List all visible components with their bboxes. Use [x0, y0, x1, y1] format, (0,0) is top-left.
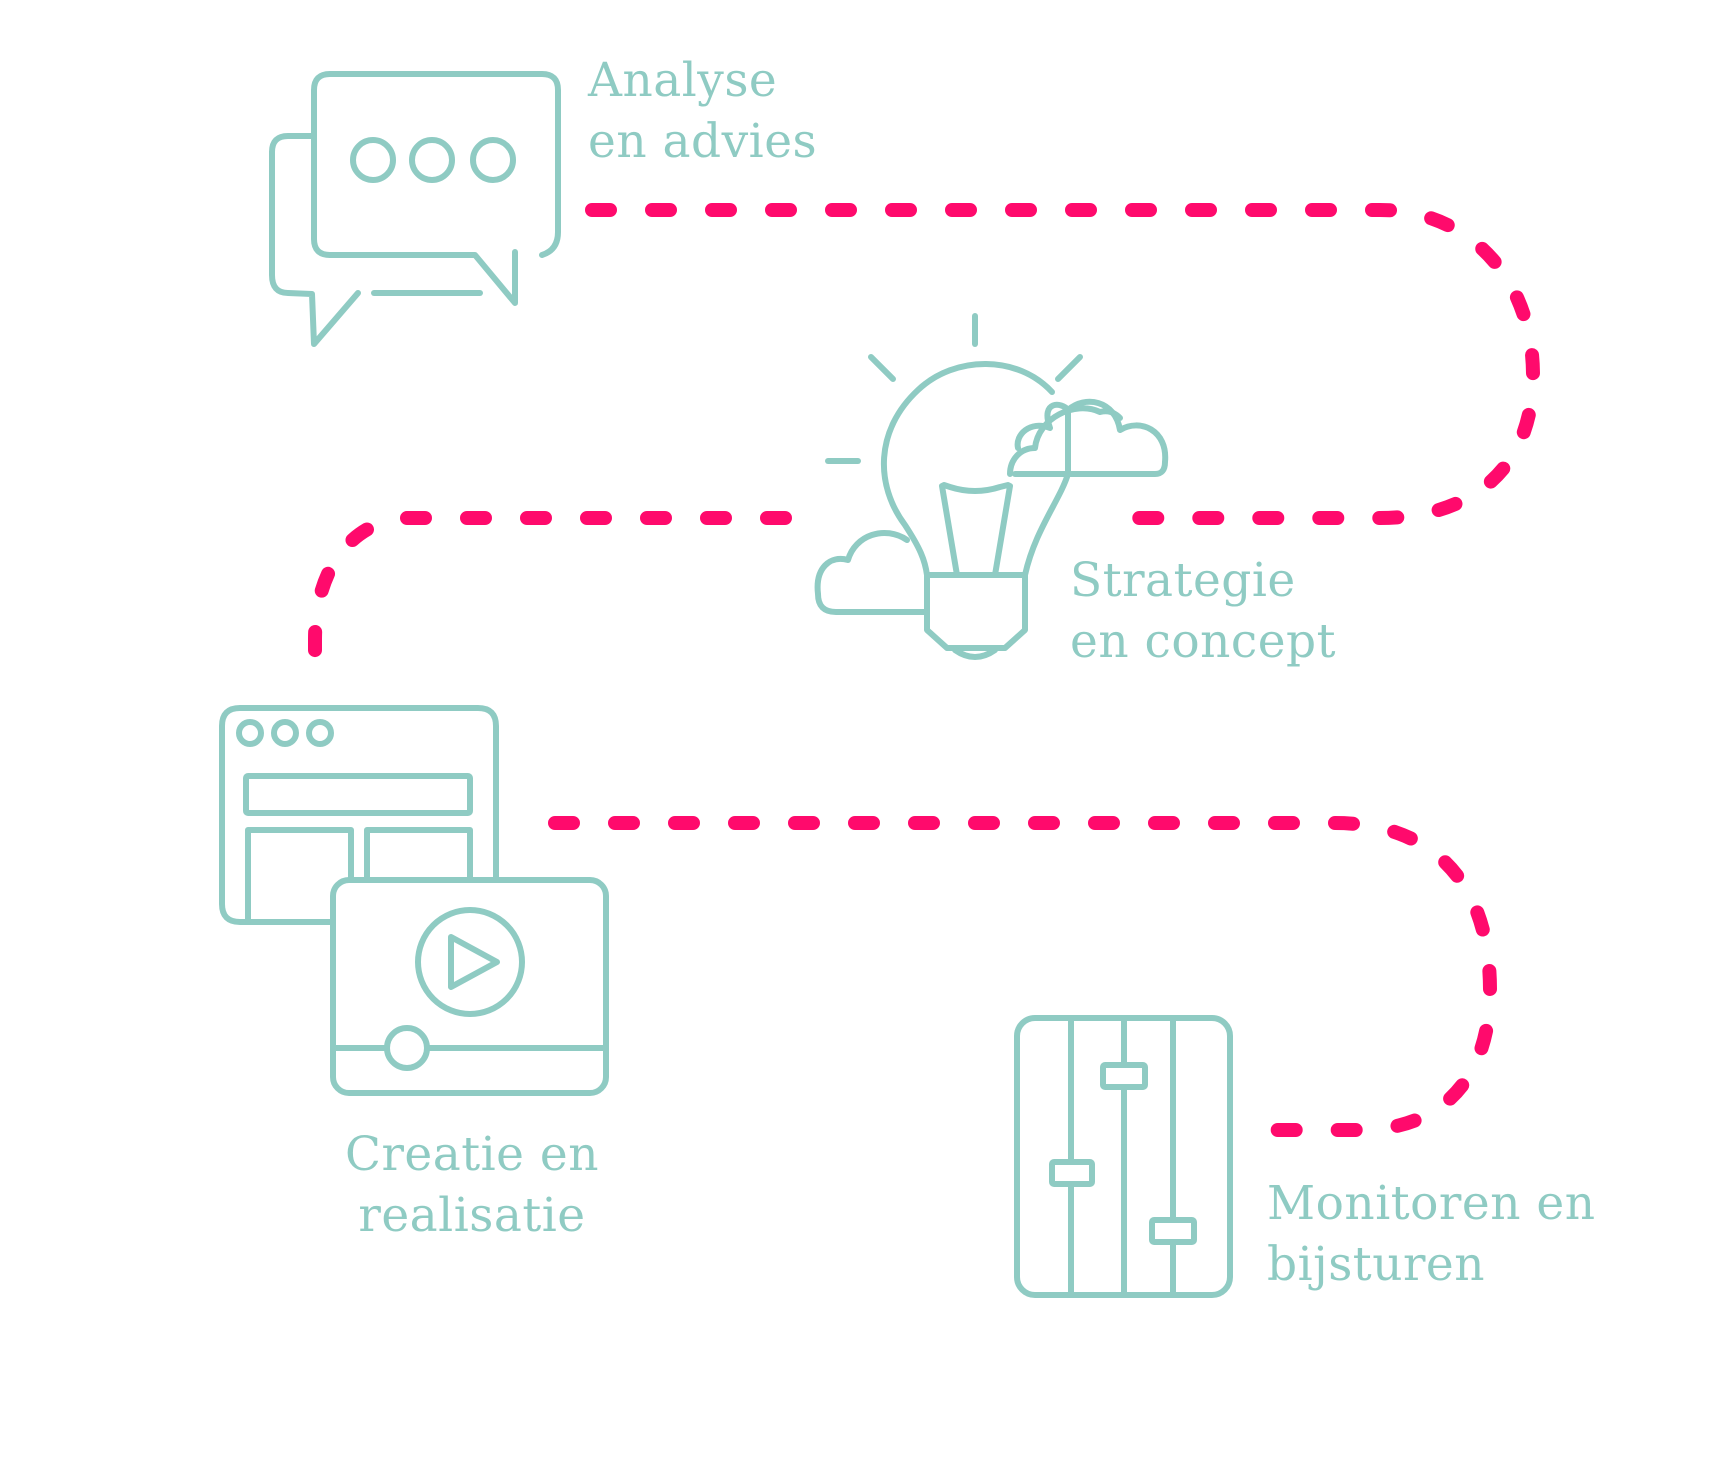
path-segment-2 [308, 511, 792, 672]
step-label-line: Creatie en [345, 1127, 599, 1182]
process-path [308, 203, 1541, 1137]
lightbulb-clouds-icon [814, 313, 1169, 660]
step-label-line: bijsturen [1267, 1237, 1485, 1292]
step-label-line: Analyse [587, 53, 777, 108]
step-label-line: en advies [588, 114, 817, 169]
step-label-line: realisatie [358, 1188, 585, 1243]
step-label-analyse: Analyse en advies [587, 53, 817, 169]
step-label-line: en concept [1070, 614, 1336, 669]
step-label-line: Strategie [1070, 553, 1296, 608]
step-label-monitoren: Monitoren en bijsturen [1267, 1176, 1595, 1292]
sliders-icon [1014, 1015, 1233, 1298]
path-segment-3 [548, 816, 1498, 1137]
step-label-strategie: Strategie en concept [1070, 553, 1336, 669]
step-label-creatie: Creatie en realisatie [345, 1127, 599, 1243]
step-label-line: Monitoren en [1267, 1176, 1595, 1231]
browser-video-icon [219, 705, 609, 1096]
chat-bubbles-icon [269, 71, 561, 347]
path-segment-1 [585, 203, 1541, 525]
